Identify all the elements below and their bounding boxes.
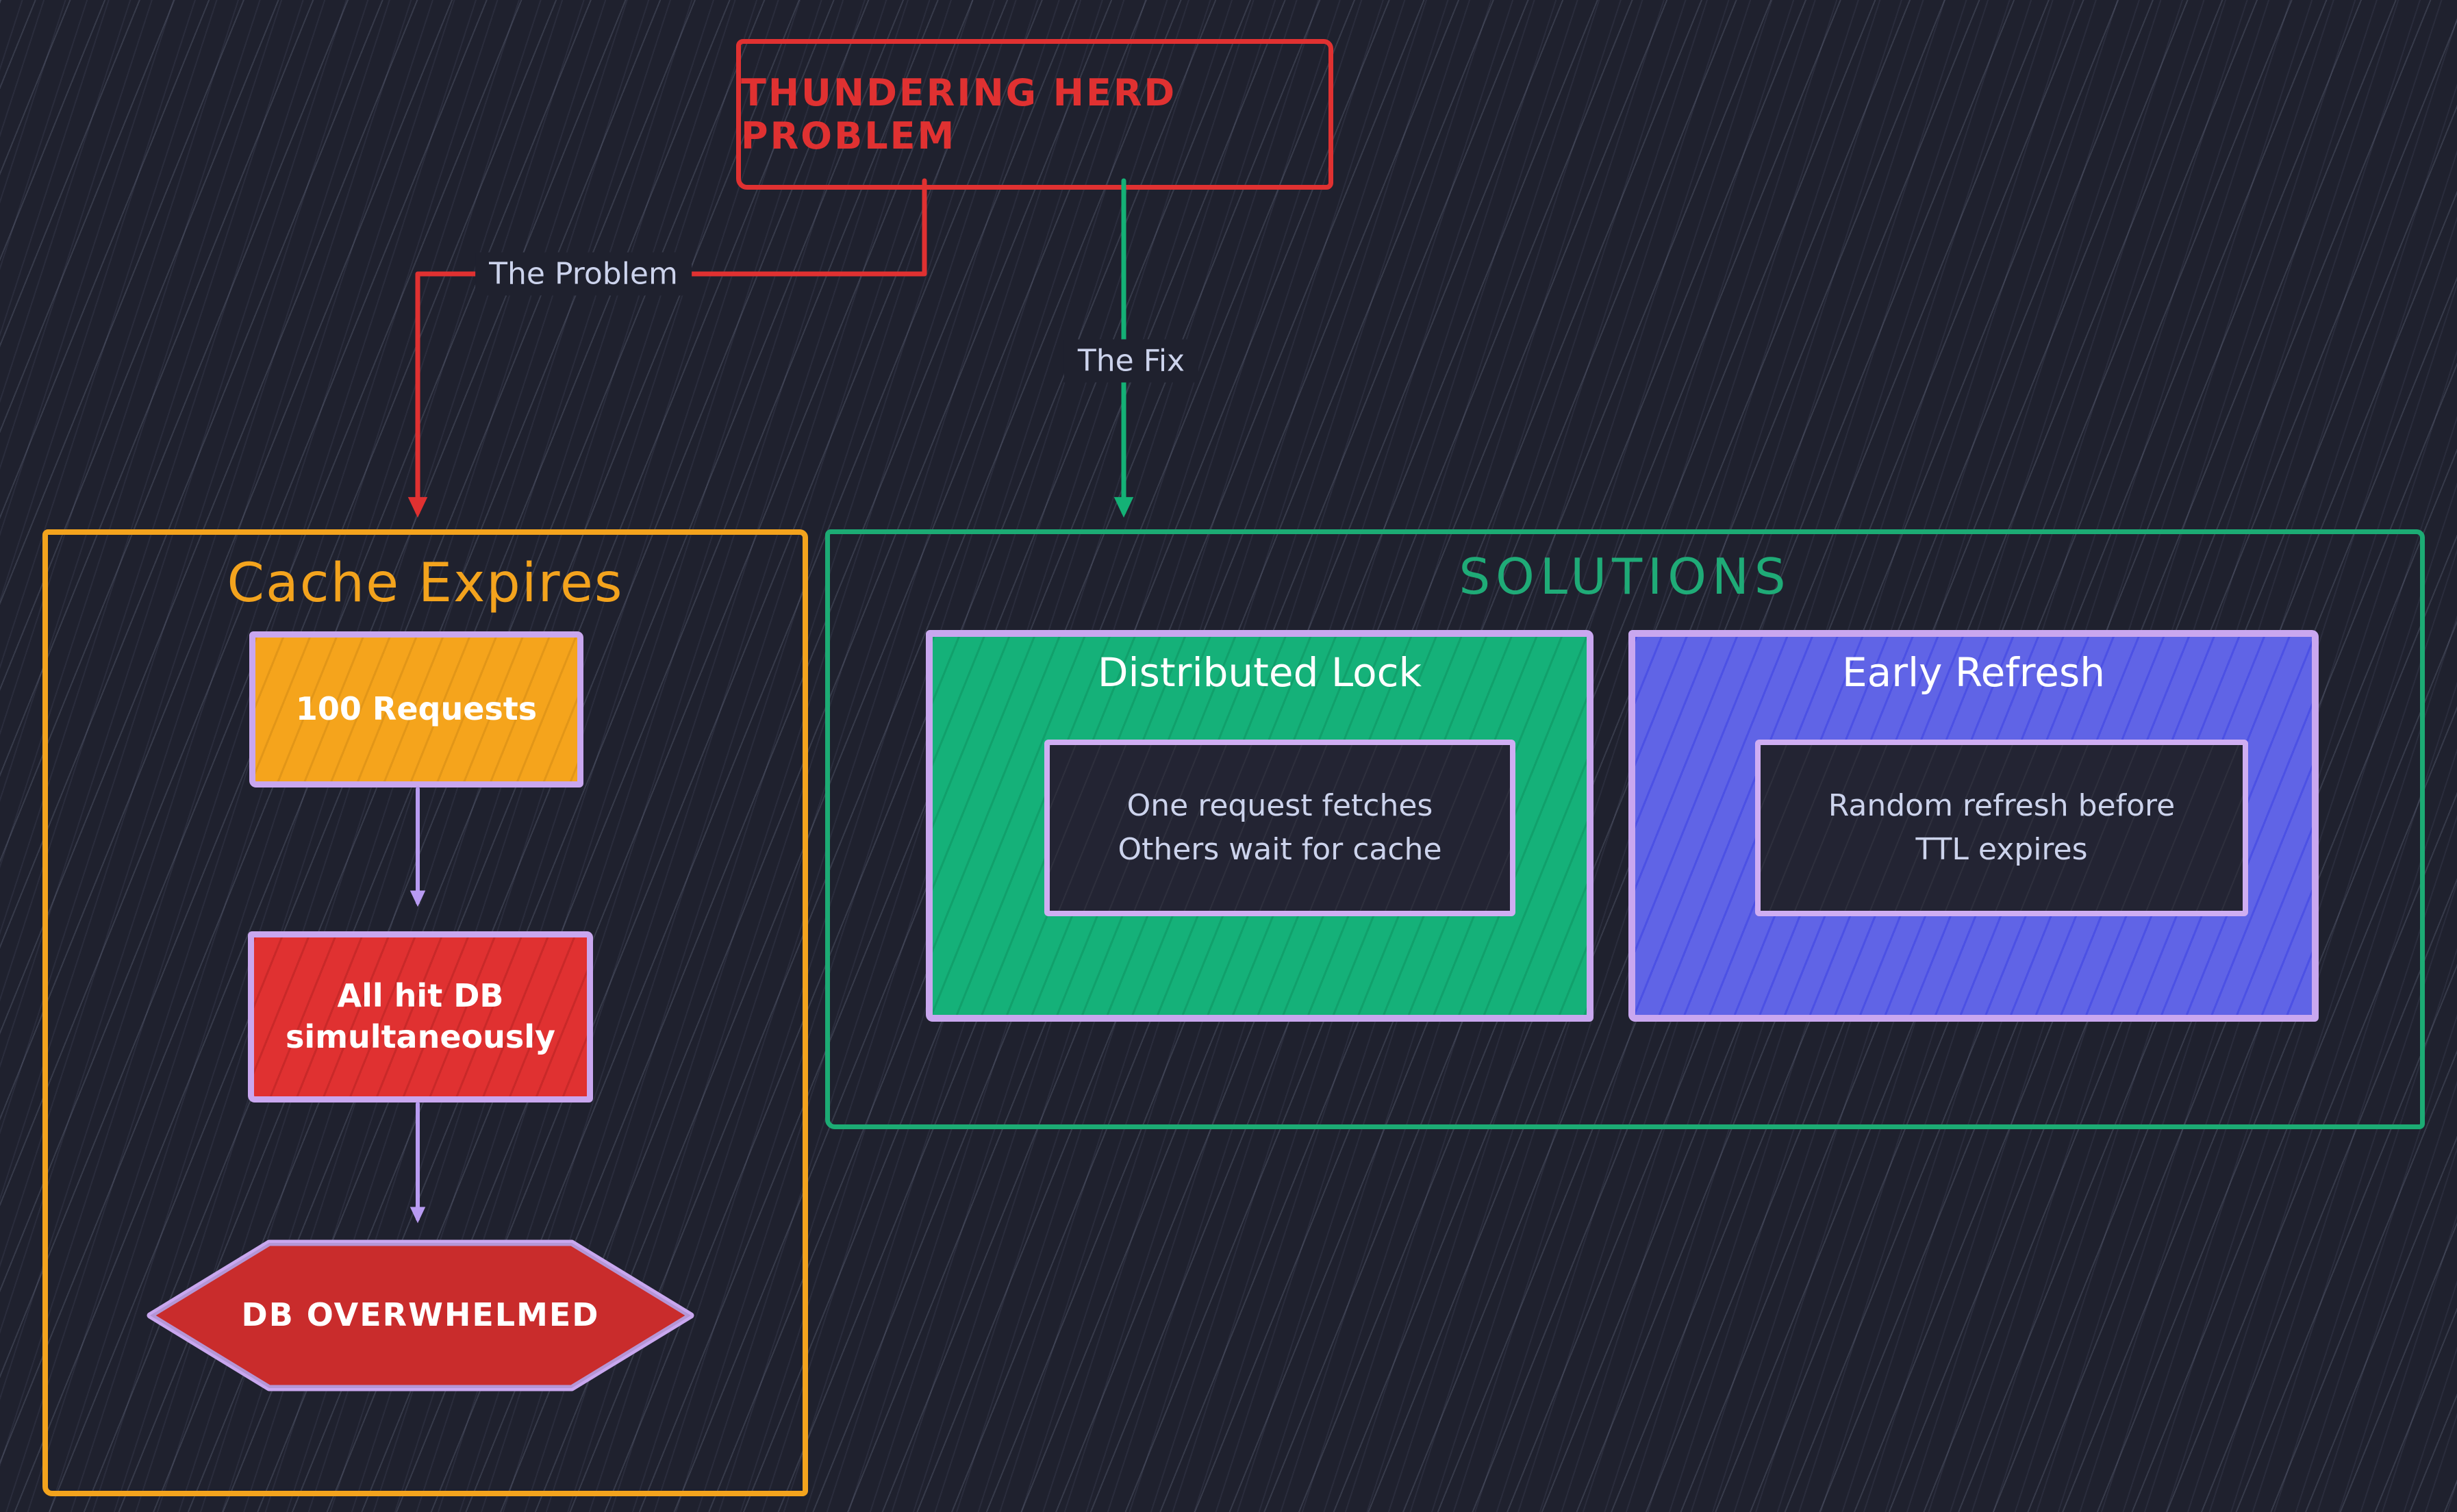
distributed-lock-card: Distributed Lock One request fetches Oth… [926,630,1593,1022]
problem-arrow [407,178,927,518]
early-refresh-note: Random refresh before TTL expires [1755,740,2248,916]
distributed-lock-note: One request fetches Others wait for cach… [1044,740,1515,916]
problem-edge-label: The Problem [475,252,692,296]
db-overwhelmed-label: DB OVERWHELMED [241,1296,600,1334]
hexagon-shape [147,1239,694,1391]
cache-expires-title: Cache Expires [227,553,624,614]
db-overwhelmed-node: DB OVERWHELMED [146,1237,695,1394]
solutions-panel: SOLUTIONS Distributed Lock One request f… [825,529,2425,1129]
solutions-title: SOLUTIONS [1459,548,1791,605]
early-refresh-note-text: Random refresh before TTL expires [1828,788,2176,867]
requests-label: 100 Requests [295,690,538,728]
distributed-lock-note-text: One request fetches Others wait for cach… [1118,788,1442,867]
page-title: THUNDERING HERD PROBLEM [741,71,1177,158]
early-refresh-card: Early Refresh Random refresh before TTL … [1628,630,2319,1022]
fix-edge-label: The Fix [1063,339,1199,383]
cache-expires-panel: Cache Expires 100 Requests All hit DB si… [42,529,808,1496]
requests-node: 100 Requests [249,631,583,788]
hexagon-outline [147,1239,694,1391]
early-refresh-title: Early Refresh [1842,649,2105,696]
all-hit-db-node: All hit DB simultaneously [248,931,593,1102]
distributed-lock-title: Distributed Lock [1097,649,1422,696]
hexagon-hatch [150,1243,691,1388]
all-hit-db-label: All hit DB simultaneously [285,977,556,1055]
title-node: THUNDERING HERD PROBLEM [736,39,1333,190]
